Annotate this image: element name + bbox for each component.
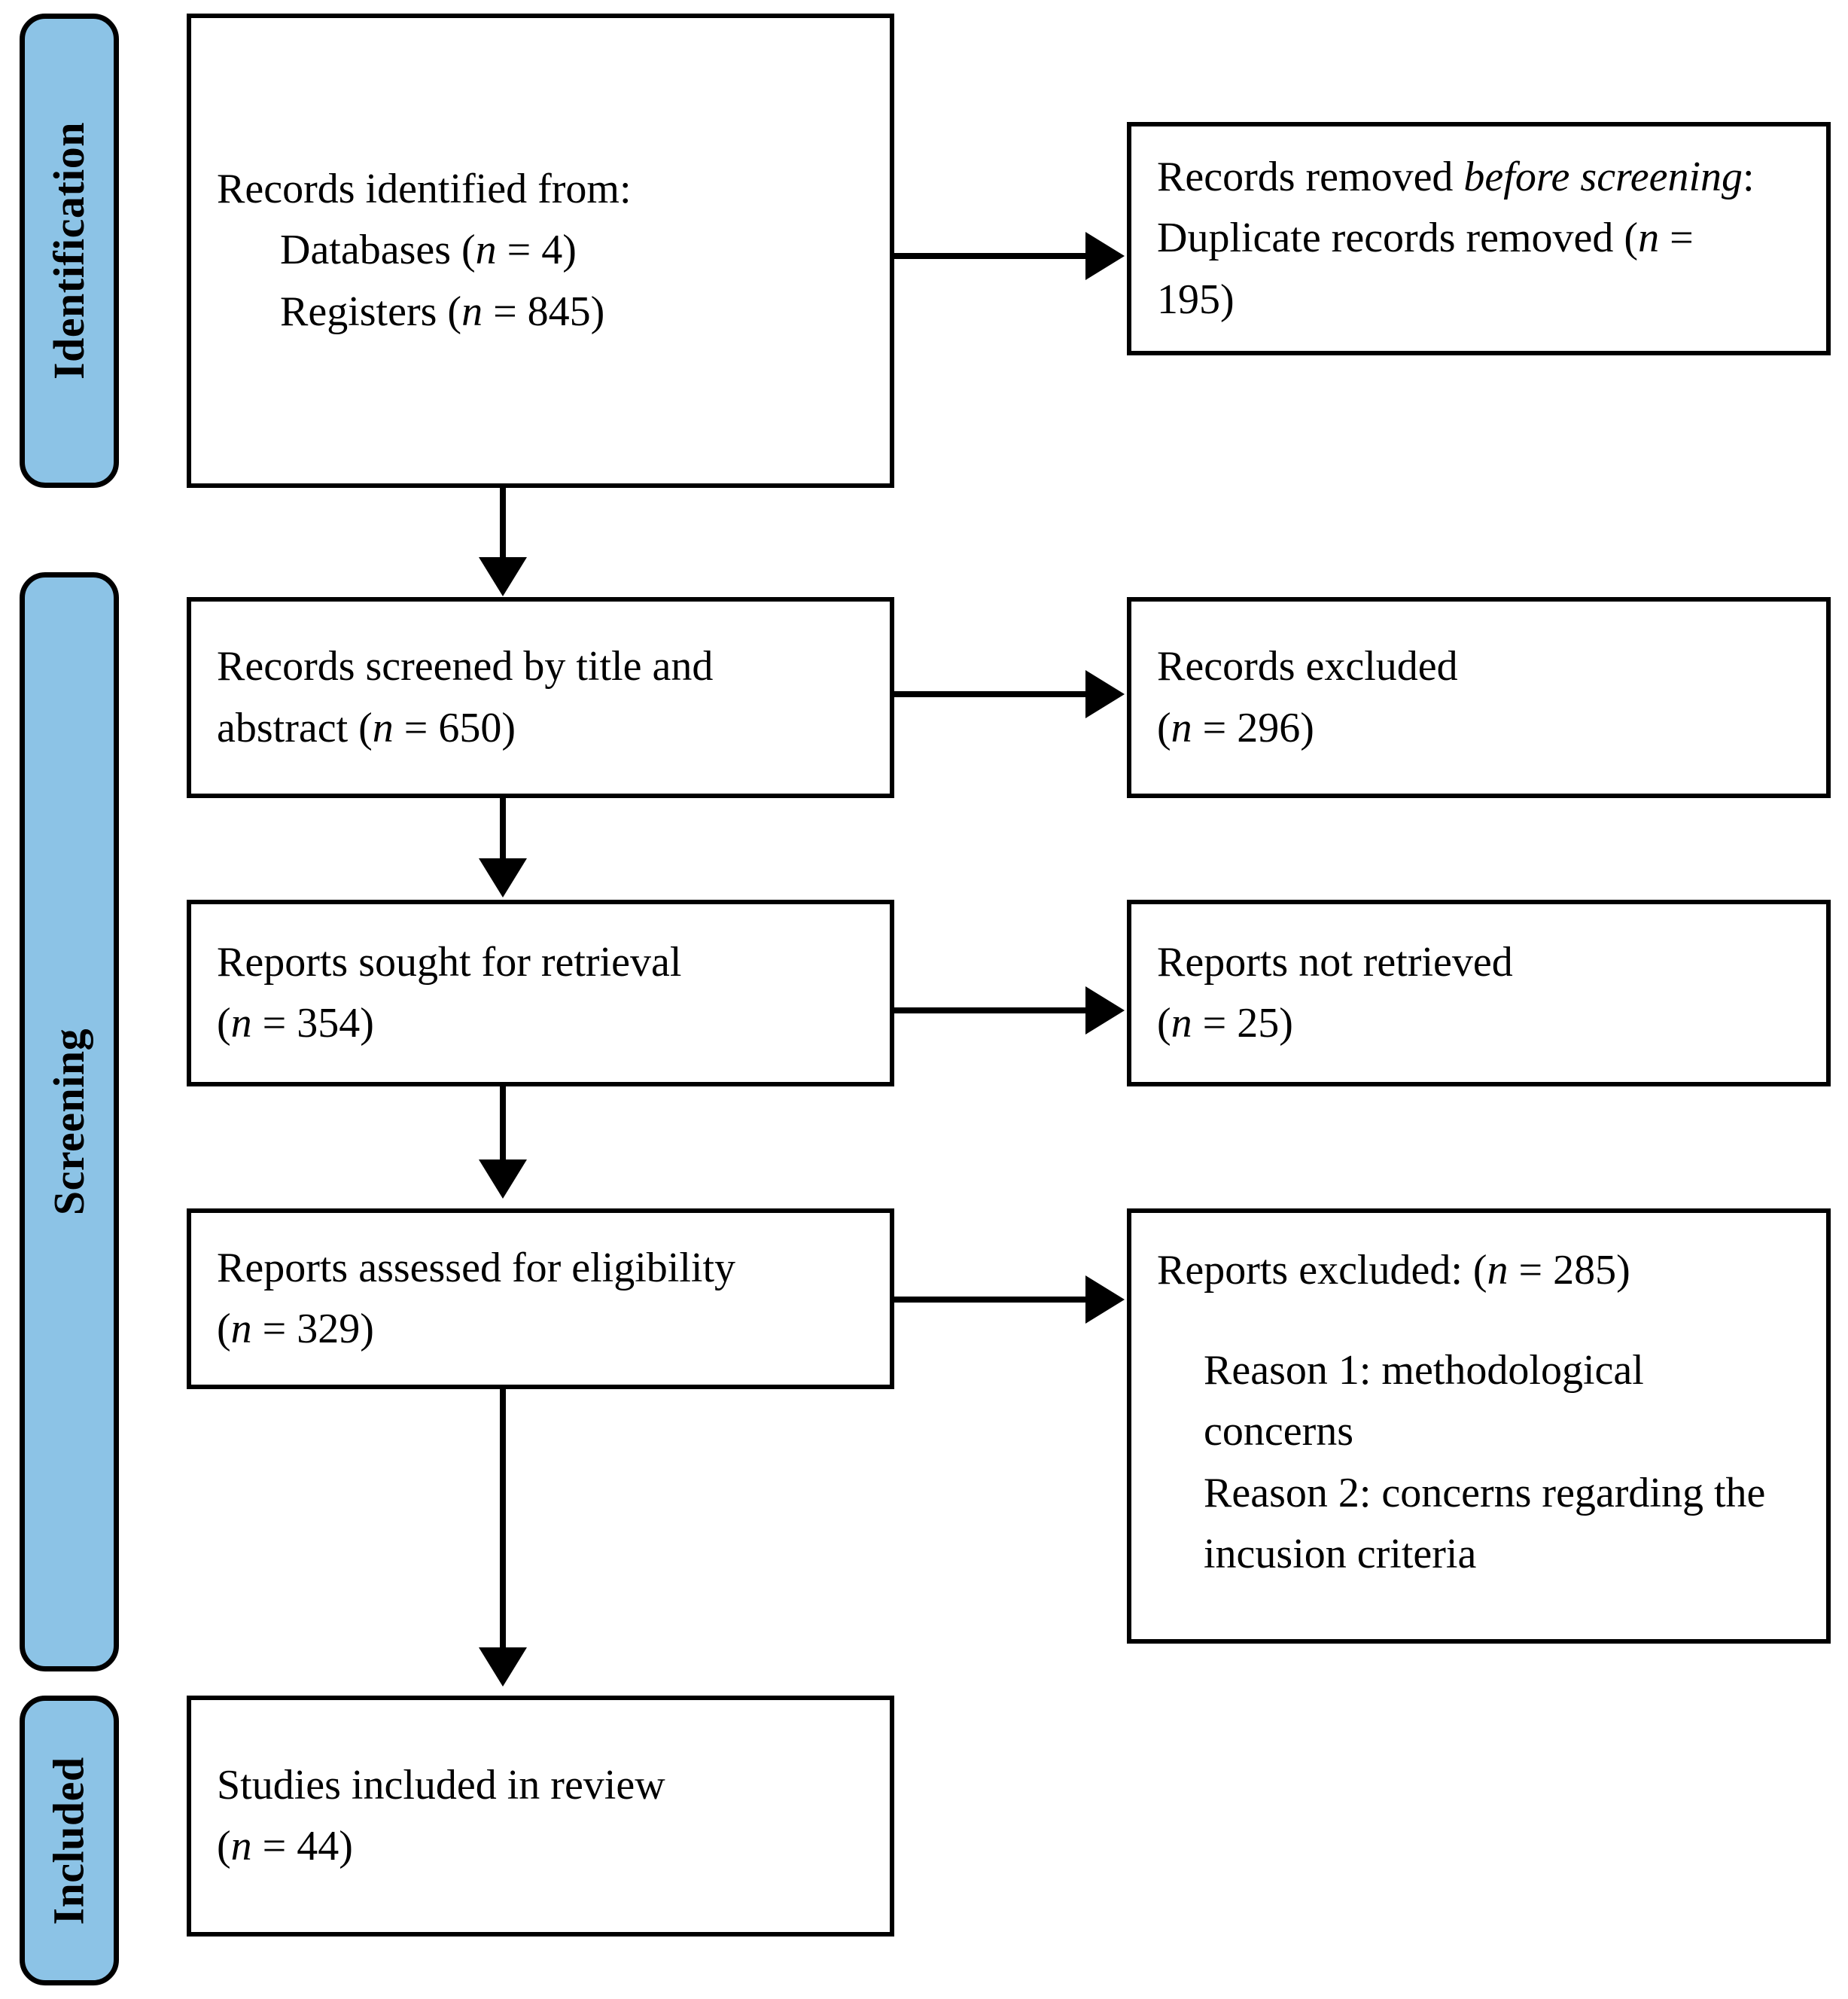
arrow-identified-to-removed-line (894, 253, 1088, 259)
stage-label-identification: Identification (44, 121, 93, 380)
arrow-assessed-to-excluded-head (1085, 1275, 1125, 1324)
records-excluded-line-1: Records excluded (1157, 643, 1458, 690)
records-identified-line-databases: Databases (n = 4) (280, 227, 577, 274)
reports-assessed-line-2: (n = 329) (217, 1306, 374, 1352)
arrow-screened-to-excluded-head (1085, 670, 1125, 718)
arrow-screened-to-excluded-line (894, 691, 1088, 697)
box-studies-included: Studies included in review (n = 44) (187, 1696, 894, 1937)
box-studies-included-text: Studies included in review (n = 44) (191, 1755, 890, 1877)
box-reports-sought-text: Reports sought for retrieval (n = 354) (191, 932, 890, 1054)
box-records-removed: Records removed before screening: Duplic… (1127, 122, 1831, 355)
box-records-screened: Records screened by title and abstract (… (187, 597, 894, 798)
records-identified-line-1: Records identified from: (217, 166, 632, 213)
arrow-identified-to-screened-head (479, 557, 527, 596)
reports-assessed-line-1: Reports assessed for eligibility (217, 1244, 736, 1291)
arrow-assessed-to-included-line (500, 1389, 506, 1653)
reports-not-retrieved-line-2: (n = 25) (1157, 1000, 1293, 1047)
arrow-sought-to-assessed-head (479, 1159, 527, 1199)
box-records-identified-text: Records identified from: Databases (n = … (191, 159, 890, 343)
arrow-identified-to-screened-line (500, 488, 506, 563)
box-records-excluded-text: Records excluded (n = 296) (1131, 636, 1826, 758)
box-records-screened-text: Records screened by title and abstract (… (191, 636, 890, 758)
box-reports-assessed: Reports assessed for eligibility (n = 32… (187, 1208, 894, 1389)
stage-label-screening: Screening (44, 1028, 93, 1216)
reports-excluded-line-1: Reports excluded: (n = 285) (1157, 1247, 1630, 1294)
records-identified-line-registers: Registers (n = 845) (280, 288, 605, 335)
arrow-screened-to-sought-line (500, 798, 506, 864)
reports-excluded-reason-1: Reason 1: methodological concerns (1204, 1347, 1644, 1455)
arrow-sought-to-not-retrieved-line (894, 1007, 1088, 1013)
stage-pill-included: Included (20, 1696, 119, 1985)
box-reports-not-retrieved: Reports not retrieved (n = 25) (1127, 900, 1831, 1086)
reports-excluded-reasons: Reason 1: methodological concerns Reason… (1157, 1301, 1801, 1585)
box-reports-excluded: Reports excluded: (n = 285) Reason 1: me… (1127, 1208, 1831, 1644)
arrow-sought-to-not-retrieved-head (1085, 986, 1125, 1035)
arrow-assessed-to-included-head (479, 1647, 527, 1687)
box-reports-not-retrieved-text: Reports not retrieved (n = 25) (1131, 932, 1826, 1054)
records-excluded-line-2: (n = 296) (1157, 704, 1314, 751)
records-removed-line-2: Duplicate records removed (n = (1157, 215, 1694, 262)
studies-included-line-1: Studies included in review (217, 1761, 665, 1809)
reports-not-retrieved-line-1: Reports not retrieved (1157, 938, 1513, 986)
reports-excluded-reason-2: Reason 2: concerns regarding the incusio… (1204, 1469, 1766, 1577)
box-records-identified: Records identified from: Databases (n = … (187, 14, 894, 488)
records-screened-line-1: Records screened by title and (217, 643, 714, 690)
arrow-assessed-to-excluded-line (894, 1297, 1088, 1303)
reports-sought-line-2: (n = 354) (217, 1000, 374, 1047)
arrow-sought-to-assessed-line (500, 1086, 506, 1166)
records-screened-line-2: abstract (n = 650) (217, 704, 516, 751)
arrow-identified-to-removed-head (1085, 232, 1125, 280)
reports-sought-line-1: Reports sought for retrieval (217, 938, 682, 986)
stage-label-included: Included (44, 1756, 94, 1925)
studies-included-line-2: (n = 44) (217, 1823, 353, 1869)
box-records-excluded: Records excluded (n = 296) (1127, 597, 1831, 798)
arrow-screened-to-sought-head (479, 858, 527, 897)
box-reports-assessed-text: Reports assessed for eligibility (n = 32… (191, 1238, 890, 1360)
records-removed-line-1: Records removed before screening: (1157, 154, 1755, 201)
box-reports-excluded-text: Reports excluded: (n = 285) Reason 1: me… (1131, 1213, 1826, 1585)
box-records-removed-text: Records removed before screening: Duplic… (1131, 147, 1826, 331)
records-removed-line-3: 195) (1157, 276, 1235, 323)
stage-pill-screening: Screening (20, 572, 119, 1671)
stage-pill-identification: Identification (20, 14, 119, 488)
box-reports-sought: Reports sought for retrieval (n = 354) (187, 900, 894, 1086)
